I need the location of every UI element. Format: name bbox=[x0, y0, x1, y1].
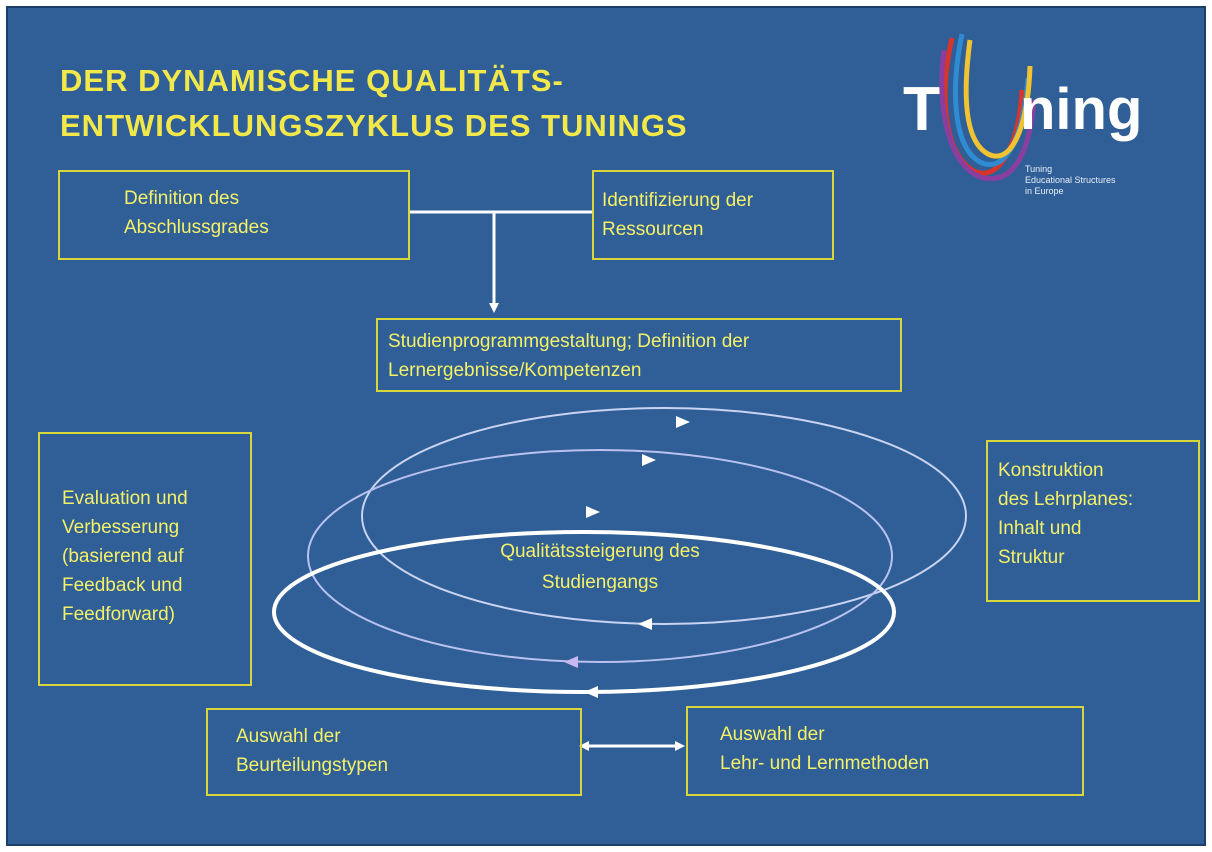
box-evaluation-line-4: Feedback und bbox=[62, 575, 183, 596]
logo-swirl-icon bbox=[939, 33, 1037, 182]
cycle-arrow-top-1 bbox=[676, 416, 690, 428]
box-curriculum-construction: Konstruktion des Lehrplanes: Inhalt und … bbox=[986, 440, 1200, 602]
box-resources-line-2: Ressourcen bbox=[602, 219, 704, 240]
logo-letter-t: T bbox=[903, 75, 941, 144]
box-teaching-methods: Auswahl der Lehr- und Lernmethoden bbox=[686, 706, 1084, 796]
logo-subtitle-line-2: Educational Structures bbox=[1025, 175, 1116, 185]
box-definition-line-1: Definition des bbox=[124, 188, 240, 209]
cycle-label-line-1: Qualitätssteigerung des bbox=[500, 541, 700, 562]
box-assessment-line-1: Auswahl der bbox=[236, 726, 341, 747]
box-construction-line-4: Struktur bbox=[998, 547, 1065, 568]
box-evaluation: Evaluation und Verbesserung (basierend a… bbox=[38, 432, 252, 686]
box-evaluation-line-5: Feedforward) bbox=[62, 604, 175, 625]
box-methods-line-2: Lehr- und Lernmethoden bbox=[720, 753, 930, 774]
cycle-label: Qualitätssteigerung des Studiengangs bbox=[470, 536, 730, 598]
cycle-ellipse-outer bbox=[361, 407, 967, 625]
box-construction-line-2: des Lehrplanes: bbox=[998, 489, 1134, 510]
box-definition-degree: Definition des Abschlussgrades bbox=[58, 170, 410, 260]
box-evaluation-line-3: (basierend auf bbox=[62, 546, 184, 567]
box-definition-line-2: Abschlussgrades bbox=[124, 217, 269, 238]
cycle-ellipse-middle bbox=[307, 449, 893, 663]
title-line-2: ENTWICKLUNGSZYKLUS DES TUNINGS bbox=[60, 108, 688, 143]
cycle-arrow-bottom-1 bbox=[638, 618, 652, 630]
title-line-1: DER DYNAMISCHE QUALITÄTS- bbox=[60, 63, 564, 98]
box-program-design: Studienprogrammgestaltung; Definition de… bbox=[376, 318, 902, 392]
box-construction-line-1: Konstruktion bbox=[998, 460, 1104, 481]
cycle-arrow-bottom-2 bbox=[564, 656, 578, 668]
logo-subtitle-line-1: Tuning bbox=[1025, 164, 1053, 174]
slide: DER DYNAMISCHE QUALITÄTS- ENTWICKLUNGSZY… bbox=[6, 6, 1206, 846]
logo-subtitle-line-3: in Europe bbox=[1025, 186, 1064, 196]
box-resources-line-1: Identifizierung der bbox=[602, 190, 754, 211]
box-methods-line-1: Auswahl der bbox=[720, 724, 825, 745]
box-evaluation-line-1: Evaluation und bbox=[62, 488, 188, 509]
cycle-label-line-2: Studiengangs bbox=[541, 572, 659, 593]
box-program-line-2: Lernergebnisse/Kompetenzen bbox=[388, 360, 642, 381]
box-program-line-1: Studienprogrammgestaltung; Definition de… bbox=[388, 331, 750, 352]
box-assessment-types: Auswahl der Beurteilungstypen bbox=[206, 708, 582, 796]
cycle-arrow-top-2 bbox=[642, 454, 656, 466]
logo-subtitle: Tuning Educational Structures in Europe bbox=[1025, 164, 1116, 197]
cycle-arrow-top-3 bbox=[586, 506, 600, 518]
box-construction-line-3: Inhalt und bbox=[998, 518, 1082, 539]
box-assessment-line-2: Beurteilungstypen bbox=[236, 755, 389, 776]
box-evaluation-line-2: Verbesserung bbox=[62, 517, 180, 538]
cycle-arrow-bottom-3 bbox=[584, 686, 598, 698]
slide-title: DER DYNAMISCHE QUALITÄTS- ENTWICKLUNGSZY… bbox=[60, 58, 688, 148]
logo-word: ning bbox=[1020, 77, 1143, 142]
box-resources: Identifizierung der Ressourcen bbox=[592, 170, 834, 260]
